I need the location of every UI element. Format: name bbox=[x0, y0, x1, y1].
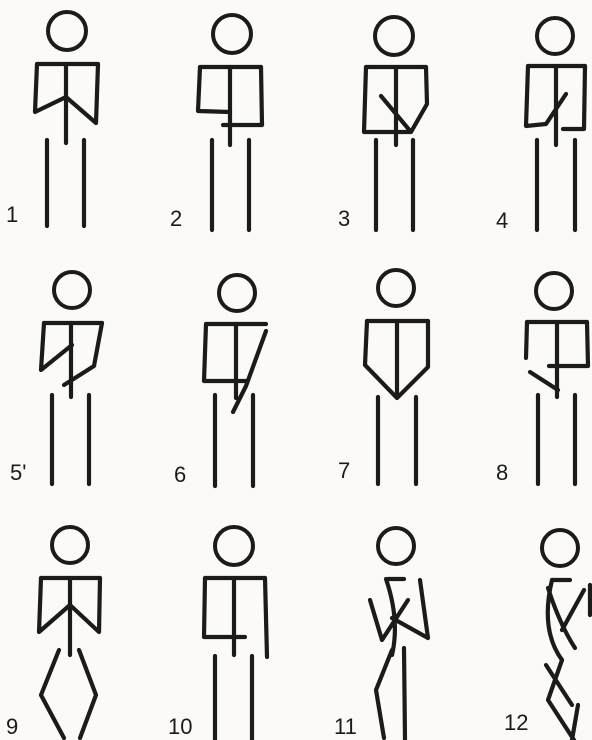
head bbox=[219, 275, 255, 311]
head bbox=[536, 273, 572, 309]
legs bbox=[215, 656, 252, 740]
figure-label: 4 bbox=[496, 208, 508, 233]
figure-label: 10 bbox=[168, 714, 192, 739]
figure-label: 1 bbox=[6, 202, 18, 227]
figure-1: 1 bbox=[6, 12, 98, 227]
figure-label: 12 bbox=[504, 710, 528, 735]
figure-11: 11 bbox=[334, 528, 428, 740]
figure-9: 9 bbox=[6, 527, 100, 739]
figure-12: 12 bbox=[504, 530, 590, 740]
head bbox=[375, 17, 413, 55]
figure-label: 7 bbox=[338, 458, 350, 483]
figure-label: 9 bbox=[6, 714, 18, 739]
arms bbox=[370, 580, 428, 640]
head bbox=[213, 15, 251, 53]
head bbox=[542, 530, 578, 566]
arms bbox=[548, 585, 590, 648]
figure-6: 6 bbox=[174, 275, 266, 487]
figure-8: 8 bbox=[496, 273, 588, 485]
figure-label: 6 bbox=[174, 462, 186, 487]
legs bbox=[376, 140, 413, 230]
head bbox=[54, 272, 90, 308]
legs bbox=[47, 140, 84, 226]
figure-5: 5' bbox=[10, 272, 102, 485]
figure-label: 5' bbox=[10, 460, 26, 485]
legs bbox=[538, 395, 575, 484]
head bbox=[48, 12, 86, 50]
legs bbox=[212, 140, 249, 230]
figure-10: 10 bbox=[168, 527, 267, 740]
figure-label: 8 bbox=[496, 460, 508, 485]
figure-label: 2 bbox=[170, 206, 182, 231]
legs bbox=[41, 650, 96, 738]
figure-4: 4 bbox=[496, 18, 585, 233]
legs bbox=[546, 660, 578, 740]
legs bbox=[378, 397, 416, 484]
legs bbox=[376, 648, 405, 740]
head bbox=[215, 527, 253, 565]
legs bbox=[537, 140, 575, 230]
figure-2: 2 bbox=[170, 15, 262, 231]
head bbox=[52, 527, 88, 563]
head bbox=[537, 18, 573, 54]
figure-label: 11 bbox=[334, 714, 357, 739]
legs bbox=[52, 395, 89, 484]
figure-label: 3 bbox=[338, 206, 350, 231]
figure-3: 3 bbox=[338, 17, 427, 231]
head bbox=[378, 528, 414, 564]
head bbox=[378, 270, 414, 306]
figure-7: 7 bbox=[338, 270, 428, 484]
